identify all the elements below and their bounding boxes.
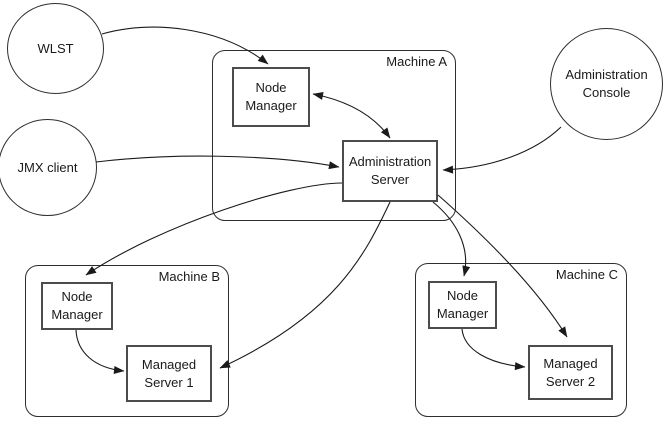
machine-a-container: Machine A Node Manager Administration Se… bbox=[212, 50, 456, 221]
managed-server-2-label: Managed Server 2 bbox=[543, 355, 598, 389]
machine-b-container: Machine B Node Manager Managed Server 1 bbox=[25, 265, 229, 417]
node-manager-c-label: Node Manager bbox=[436, 288, 489, 321]
machine-c-container: Machine C Node Manager Managed Server 2 bbox=[415, 263, 627, 417]
node-manager-b-box: Node Manager bbox=[41, 282, 113, 330]
administration-server-label: Administration Server bbox=[348, 154, 432, 187]
administration-server-box: Administration Server bbox=[342, 140, 438, 202]
administration-console-node: Administration Console bbox=[550, 28, 663, 140]
jmx-client-label: JMX client bbox=[17, 159, 78, 175]
node-manager-a-box: Node Manager bbox=[232, 67, 310, 127]
machine-b-label: Machine B bbox=[158, 269, 220, 284]
node-manager-c-box: Node Manager bbox=[428, 281, 497, 329]
managed-server-2-box: Managed Server 2 bbox=[528, 345, 613, 400]
jmx-client-node: JMX client bbox=[0, 119, 97, 216]
arrow-admin-server-to-managed-server-1 bbox=[219, 201, 391, 369]
wlst-node: WLST bbox=[7, 3, 104, 94]
managed-server-1-label: Managed Server 1 bbox=[141, 356, 197, 390]
machine-c-label: Machine C bbox=[555, 267, 618, 282]
administration-console-label: Administration Console bbox=[565, 67, 648, 100]
wlst-label: WLST bbox=[37, 40, 74, 56]
arrow-admin-console-to-admin-server bbox=[442, 126, 562, 174]
node-manager-a-label: Node Manager bbox=[245, 80, 297, 113]
machine-a-label: Machine A bbox=[386, 54, 447, 69]
managed-server-1-box: Managed Server 1 bbox=[126, 345, 212, 402]
node-manager-b-label: Node Manager bbox=[51, 289, 103, 322]
